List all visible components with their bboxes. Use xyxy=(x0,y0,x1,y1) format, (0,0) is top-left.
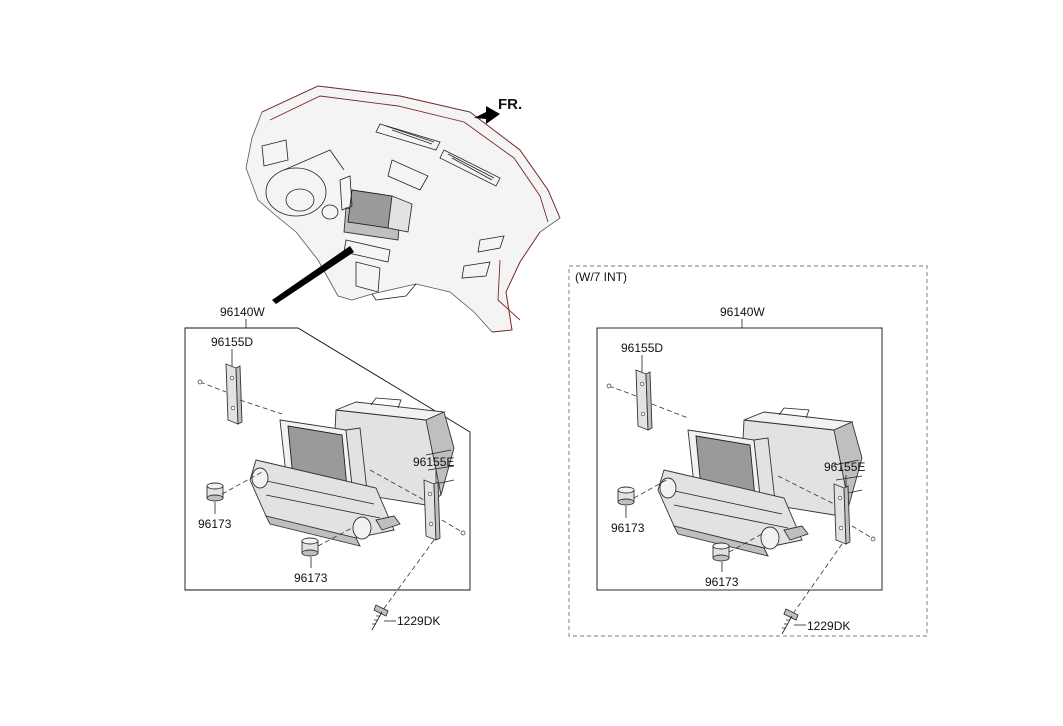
left-knob-lower xyxy=(301,537,319,557)
left-bracket-left xyxy=(225,363,243,425)
right-bracket-left-label: 96155D xyxy=(621,341,663,355)
left-assembly-group: 96140W 96155D 96155E 96173 96173 1229DK xyxy=(184,305,471,631)
left-knob-lower-label: 96173 xyxy=(294,571,328,585)
right-bracket-left xyxy=(635,369,653,431)
left-bracket-right xyxy=(423,479,441,541)
left-assembly-box xyxy=(184,327,471,591)
left-knob-upper xyxy=(206,482,224,502)
variant-label: (W/7 INT) xyxy=(575,270,627,284)
right-variant-group: (W/7 INT) 96140W 96155D 96155E 96173 961… xyxy=(568,265,928,637)
front-direction-label: FR. xyxy=(498,96,522,113)
right-knob-upper xyxy=(617,486,635,506)
right-screw-label: 1229DK xyxy=(807,619,850,633)
left-screw-label: 1229DK xyxy=(397,614,440,628)
right-assembly-box xyxy=(596,327,883,591)
left-assembly-label: 96140W xyxy=(220,305,265,319)
left-bracket-left-label: 96155D xyxy=(211,335,253,349)
right-knob-lower xyxy=(712,542,730,562)
variant-dashed-box xyxy=(568,265,928,637)
left-bracket-right-label: 96155E xyxy=(413,455,454,469)
dashboard-illustration xyxy=(245,85,561,333)
left-screw xyxy=(371,604,389,631)
arrow-right-icon xyxy=(474,106,500,124)
left-head-unit xyxy=(249,397,455,547)
left-knob-upper-label: 96173 xyxy=(198,517,232,531)
front-direction-indicator: FR. xyxy=(474,96,522,124)
right-assembly-label: 96140W xyxy=(720,305,765,319)
right-bracket-right xyxy=(833,483,851,545)
right-knob-upper-label: 96173 xyxy=(611,521,645,535)
right-bracket-right-label: 96155E xyxy=(824,460,865,474)
right-screw xyxy=(781,608,799,635)
right-head-unit xyxy=(657,407,863,557)
right-knob-lower-label: 96173 xyxy=(705,575,739,589)
